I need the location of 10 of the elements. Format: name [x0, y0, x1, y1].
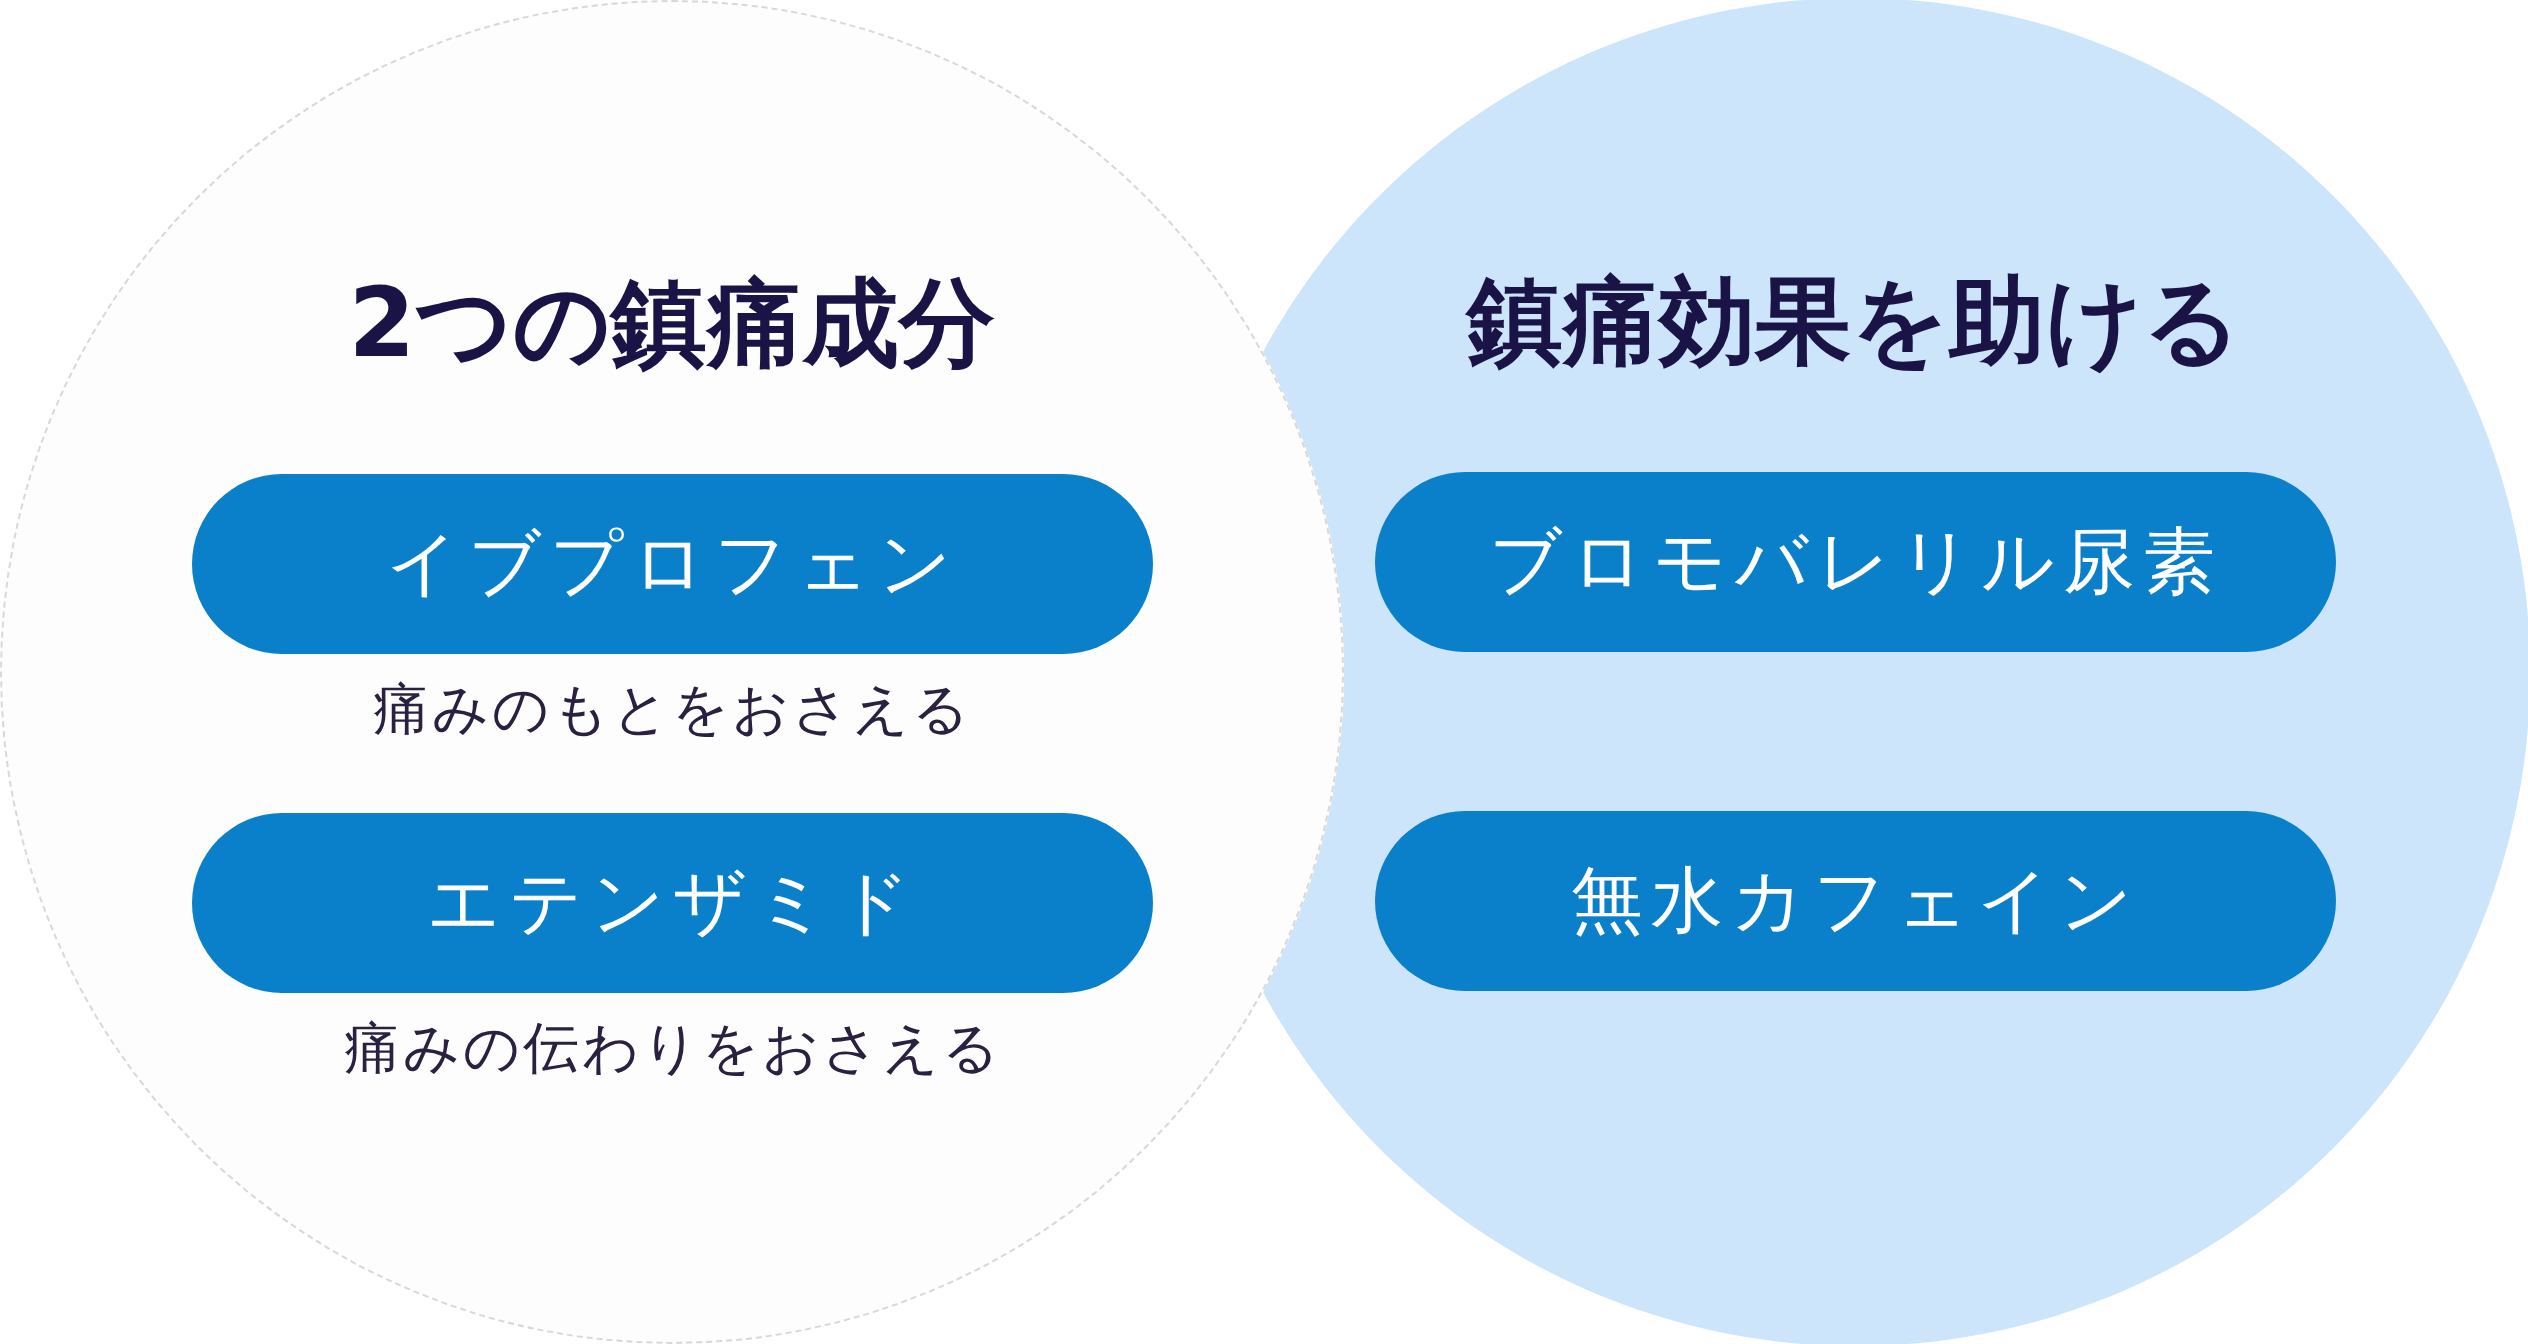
- ingredient-pill: イブプロフェン: [192, 474, 1153, 654]
- heading: 2つの鎮痛成分: [347, 266, 997, 381]
- heading: 鎮痛効果を助ける: [1464, 264, 2242, 379]
- circle-area: [0, 0, 1344, 1344]
- caption-text: 痛みの伝わりをおさえる: [342, 1014, 1003, 1082]
- crescent-area: [1263, 0, 2528, 1344]
- ingredient-pill: エテンザミド: [192, 813, 1153, 993]
- ingredient-pill: 無水カフェイン: [1375, 811, 2336, 991]
- caption-text: 痛みのもとをおさえる: [372, 675, 973, 743]
- ingredient-pill: ブロモバレリル尿素: [1375, 472, 2336, 652]
